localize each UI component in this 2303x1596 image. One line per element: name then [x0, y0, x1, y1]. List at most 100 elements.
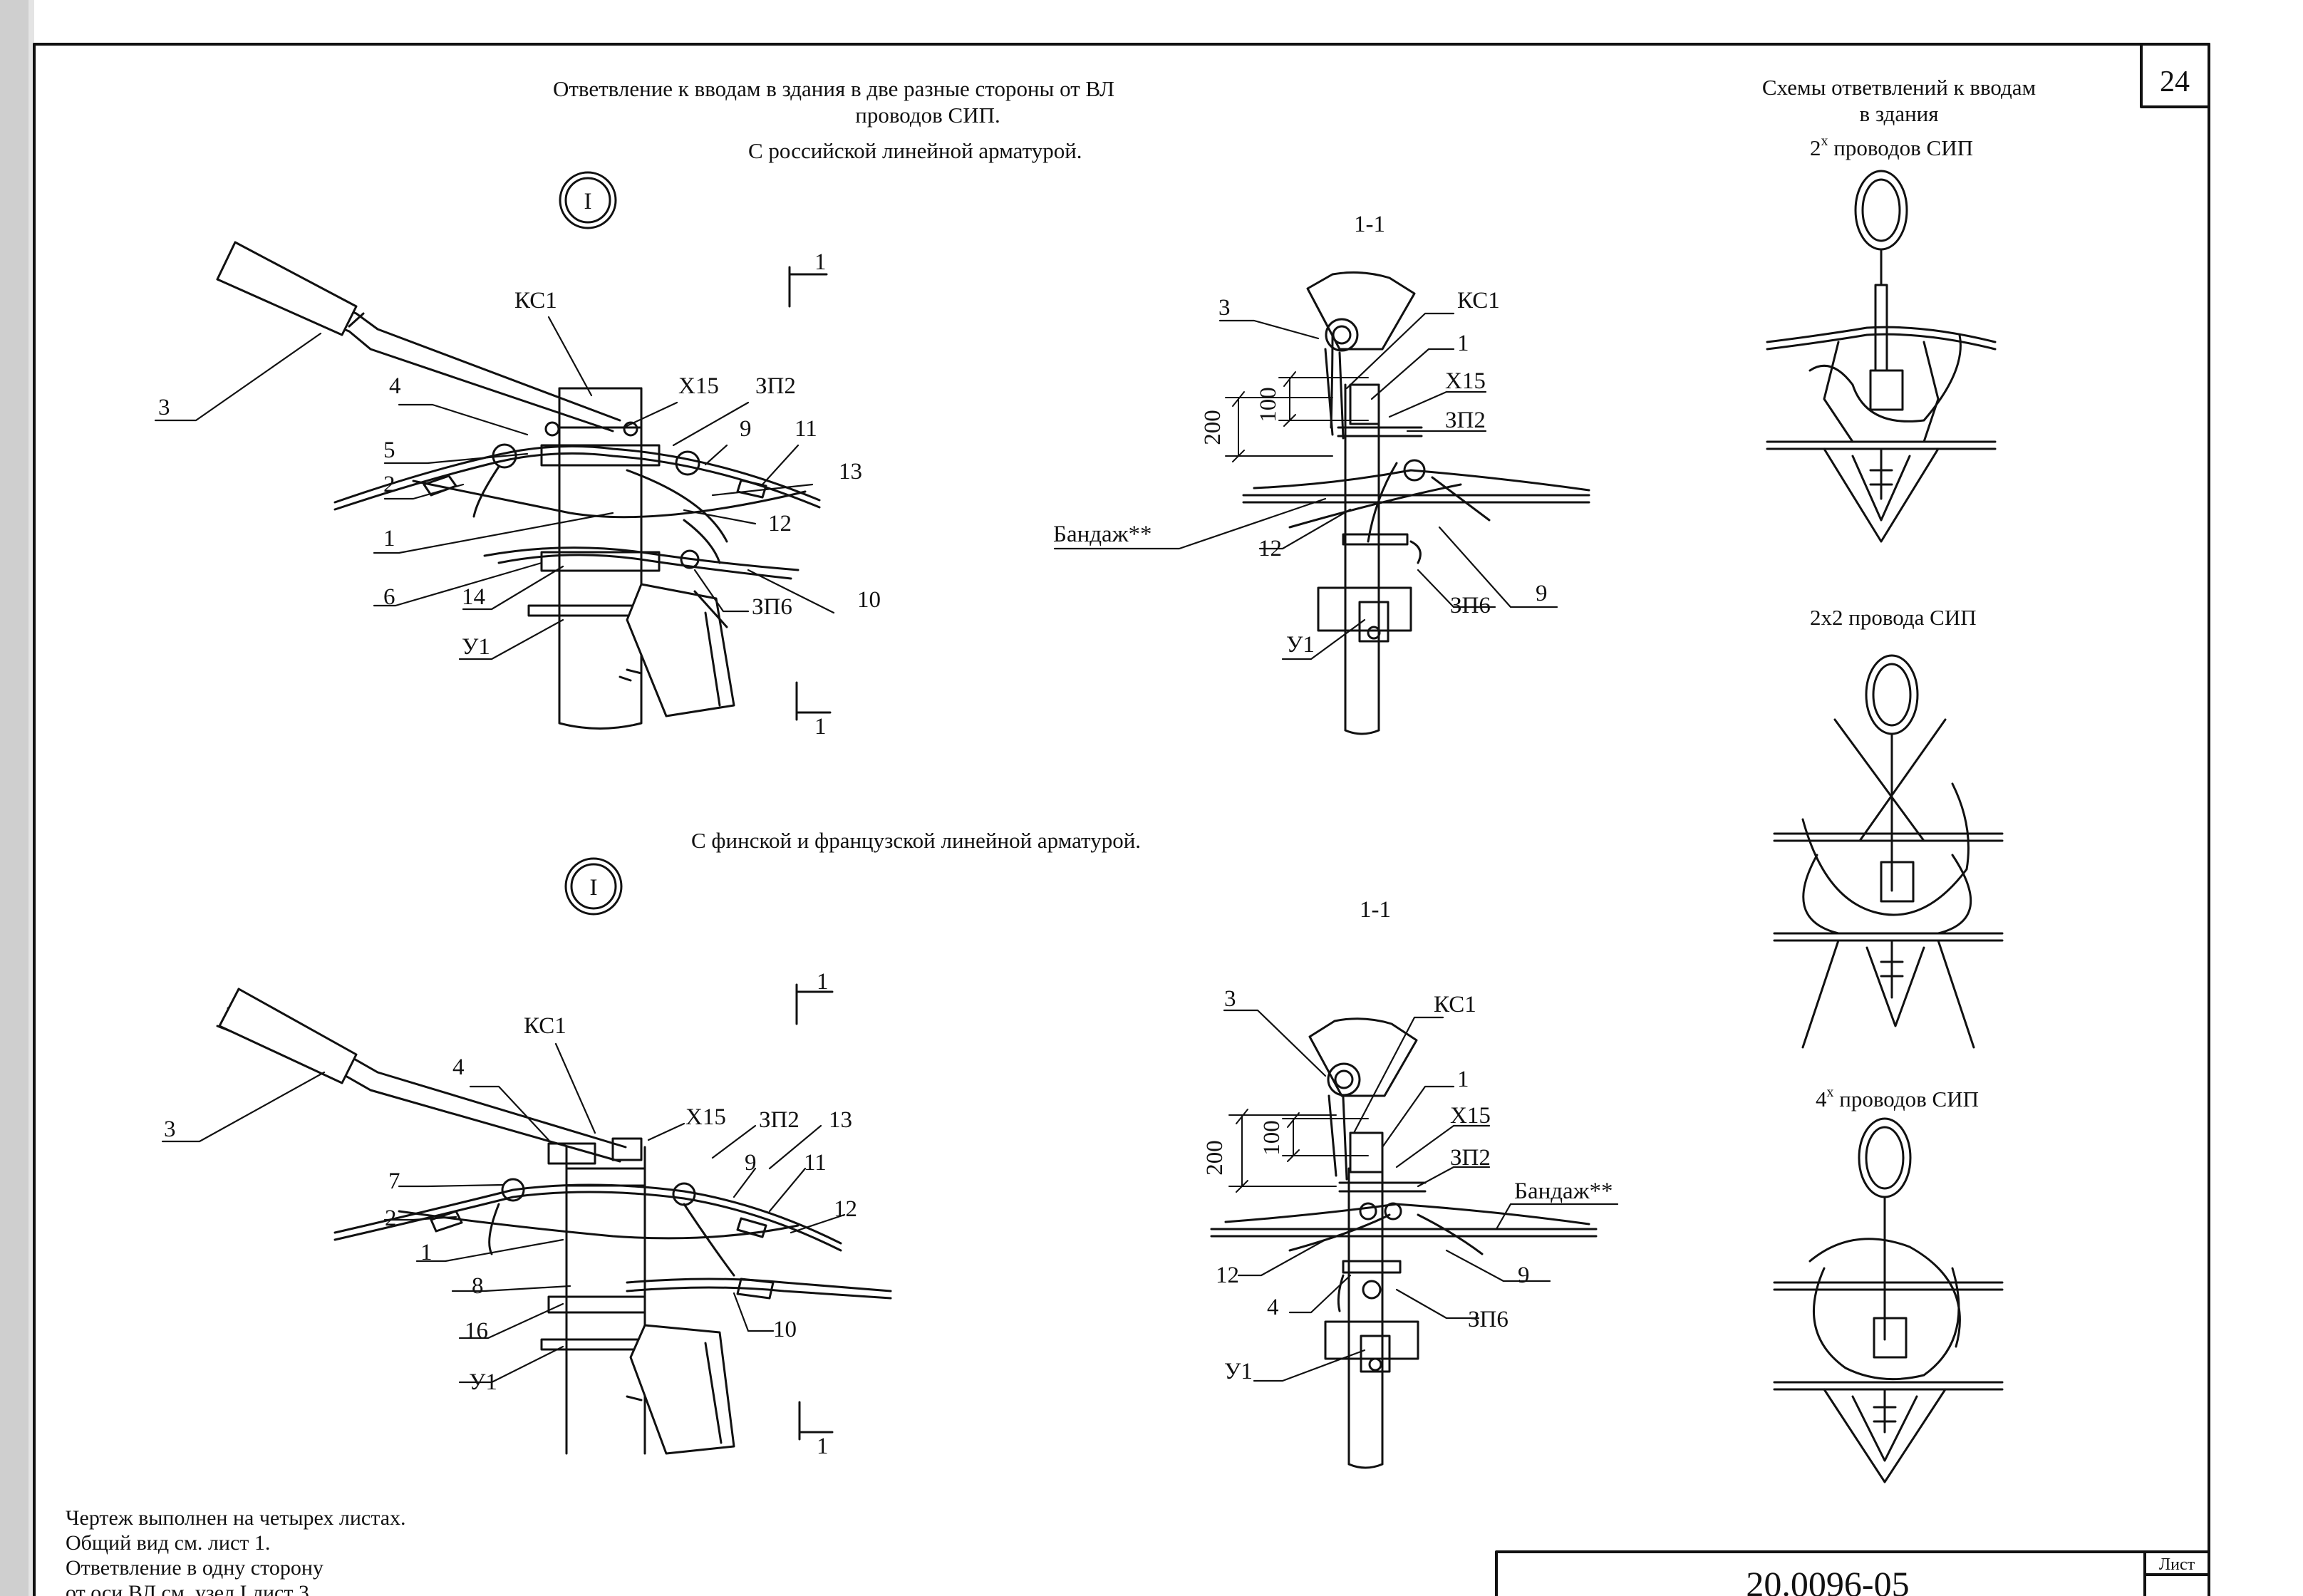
- svg-text:12: 12: [1216, 1263, 1239, 1288]
- schemes-title-line2: в здания: [1859, 101, 1938, 126]
- cut-mark-1d: 1: [817, 1434, 829, 1459]
- node-marker-bottom: [564, 857, 623, 916]
- svg-text:5: 5: [383, 437, 395, 463]
- list-label: Лист: [2159, 1555, 2195, 1574]
- svg-text:4: 4: [1267, 1295, 1279, 1320]
- labels-bottom-right: 3 КС1 1 Х15 ЗП2 Бандаж** 12 9 4 ЗП6 У1: [1216, 986, 1613, 1384]
- section-title-bottom: 1-1: [1360, 897, 1391, 923]
- svg-text:7: 7: [388, 1168, 400, 1194]
- svg-text:9: 9: [740, 416, 752, 442]
- svg-text:12: 12: [834, 1196, 857, 1222]
- svg-text:КС1: КС1: [514, 288, 557, 314]
- svg-text:Бандаж**: Бандаж**: [1514, 1178, 1613, 1204]
- node-marker-bottom-label: I: [590, 875, 598, 901]
- svg-text:ЗП2: ЗП2: [1445, 408, 1486, 433]
- svg-text:1: 1: [420, 1240, 433, 1265]
- svg-text:13: 13: [839, 459, 862, 484]
- svg-text:2: 2: [383, 472, 395, 497]
- drawing-code: 20.0096-05: [1746, 1564, 1909, 1596]
- svg-text:3: 3: [158, 395, 170, 420]
- svg-text:8: 8: [472, 1273, 484, 1299]
- dimensions-bottom-right: [1228, 1109, 1369, 1193]
- svg-text:У1: У1: [469, 1369, 497, 1395]
- note-line-3: Ответвление в одну сторону: [66, 1556, 324, 1580]
- scheme3-label: 4х проводов СИП: [1816, 1084, 1979, 1112]
- binding-edge: [0, 0, 34, 1596]
- svg-text:ЗП2: ЗП2: [755, 373, 796, 399]
- pole-section-bottom-right: [1210, 1017, 1598, 1469]
- cut-markers: [788, 266, 834, 1441]
- svg-text:ЗП6: ЗП6: [752, 594, 792, 620]
- svg-text:16: 16: [465, 1318, 488, 1344]
- dim-200-bottom: 200: [1202, 1140, 1228, 1176]
- leaders-top-right: [1053, 312, 1558, 660]
- svg-text:4: 4: [389, 373, 401, 399]
- svg-text:КС1: КС1: [1457, 288, 1500, 314]
- scheme-2-diagram: [1773, 654, 2004, 1049]
- dim-100-bottom: 100: [1259, 1120, 1285, 1156]
- leaders-bottom-left: [161, 1042, 846, 1384]
- dimensions-top-right: [1225, 371, 1369, 462]
- svg-text:ЗП6: ЗП6: [1450, 593, 1491, 618]
- svg-text:КС1: КС1: [1434, 992, 1476, 1017]
- svg-text:10: 10: [773, 1317, 797, 1342]
- svg-text:У1: У1: [462, 634, 490, 660]
- svg-text:11: 11: [804, 1150, 827, 1176]
- pole-assembly-top-left: [216, 241, 821, 730]
- svg-text:1: 1: [383, 526, 395, 551]
- svg-text:1: 1: [1457, 1067, 1469, 1092]
- note-line-2: Общий вид см. лист 1.: [66, 1531, 270, 1555]
- svg-text:ЗП6: ЗП6: [1468, 1307, 1508, 1332]
- svg-text:Х15: Х15: [1445, 368, 1486, 394]
- svg-text:У1: У1: [1224, 1359, 1253, 1384]
- svg-text:13: 13: [829, 1107, 852, 1133]
- svg-text:6: 6: [383, 584, 395, 610]
- svg-text:КС1: КС1: [524, 1013, 566, 1039]
- svg-text:3: 3: [1224, 986, 1236, 1012]
- svg-text:9: 9: [1518, 1263, 1530, 1288]
- svg-text:2: 2: [385, 1206, 397, 1231]
- cut-mark-1c: 1: [817, 969, 829, 995]
- cut-mark-1a: 1: [814, 249, 827, 275]
- svg-text:Х15: Х15: [1450, 1103, 1491, 1129]
- labels-bottom-left: 3 4 КС1 Х15 ЗП2 13 7 9 11 2 12 1 8 16 10…: [164, 1013, 857, 1395]
- section-title-top: 1-1: [1354, 212, 1385, 237]
- svg-text:1: 1: [1457, 331, 1469, 356]
- main-title-line2: проводов СИП.: [855, 103, 1000, 128]
- cut-mark-1b: 1: [814, 714, 827, 740]
- svg-text:9: 9: [745, 1150, 757, 1176]
- node-marker-top: [559, 171, 617, 229]
- scheme2-label: 2х2 провода СИП: [1810, 605, 1977, 630]
- svg-text:Бандаж**: Бандаж**: [1053, 522, 1152, 547]
- svg-text:3: 3: [1218, 295, 1231, 321]
- svg-text:3: 3: [164, 1116, 176, 1142]
- svg-text:Х15: Х15: [678, 373, 719, 399]
- svg-text:4: 4: [452, 1054, 465, 1080]
- note-line-4: от оси ВЛ см. узел I лист 3.: [66, 1581, 314, 1596]
- subtitle-russian: С российской линейной арматурой.: [748, 138, 1082, 163]
- svg-text:10: 10: [857, 587, 881, 613]
- scheme-3-diagram: [1773, 1117, 2004, 1483]
- subtitle-finnish: С финской и французской линейной арматур…: [691, 828, 1141, 853]
- labels-top-right: 3 КС1 1 Х15 ЗП2 Бандаж** 12 9 ЗП6 У1: [1053, 288, 1548, 658]
- scheme-1-diagram: [1766, 170, 1997, 543]
- svg-text:9: 9: [1536, 581, 1548, 606]
- sheet-frame: [33, 43, 2210, 1596]
- leaders-top-left: [154, 316, 835, 660]
- labels-top-left: 3 КС1 4 Х15 ЗП2 5 9 11 2 13 12 1 6 14 ЗП…: [158, 288, 881, 660]
- node-marker-top-label: I: [584, 189, 592, 214]
- dim-100-top: 100: [1256, 387, 1281, 423]
- sheet-number: 24: [2160, 66, 2190, 98]
- svg-text:У1: У1: [1286, 632, 1315, 658]
- svg-text:12: 12: [768, 511, 792, 537]
- svg-text:11: 11: [795, 416, 817, 442]
- main-title-line1: Ответвление к вводам в здания в две разн…: [553, 76, 1114, 101]
- dim-200-top: 200: [1200, 410, 1226, 445]
- pole-assembly-bottom-left: [216, 988, 892, 1455]
- note-line-1: Чертеж выполнен на четырех листах.: [66, 1506, 406, 1530]
- svg-text:ЗП2: ЗП2: [759, 1107, 799, 1133]
- pole-section-top-right: [1242, 271, 1590, 735]
- leaders-bottom-right: [1223, 1009, 1619, 1382]
- svg-text:12: 12: [1258, 536, 1282, 561]
